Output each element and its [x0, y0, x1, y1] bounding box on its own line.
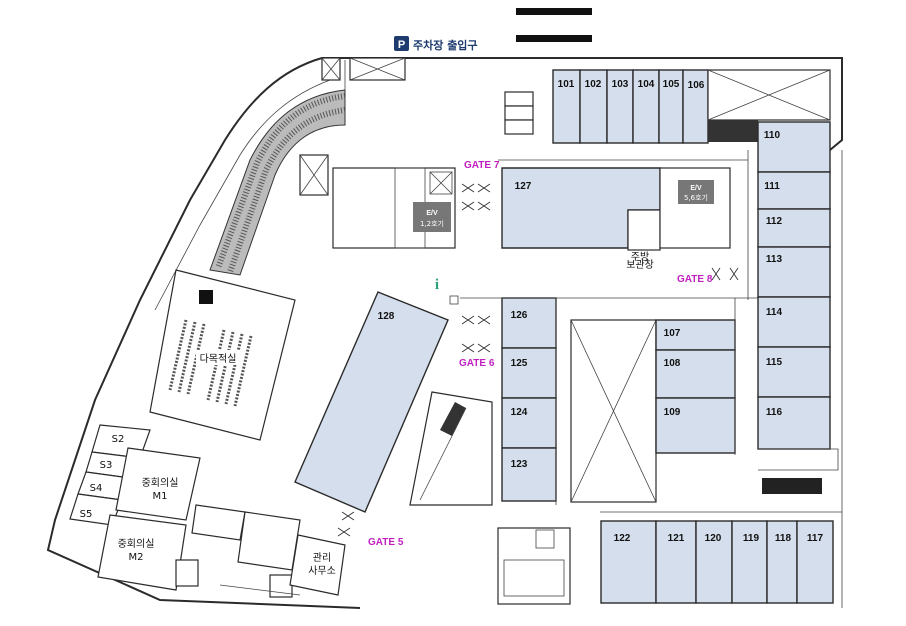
elevator-1-2-line2: 1,2호기 — [420, 219, 444, 228]
restroom-block — [497, 527, 571, 605]
room-125-label: 125 — [511, 358, 528, 369]
room-117-label: 117 — [807, 533, 824, 544]
gate-doors — [337, 183, 739, 537]
room-106-label: 106 — [688, 80, 705, 91]
corridor-lines — [460, 150, 843, 608]
room-114-label: 114 — [766, 307, 783, 318]
gate-5-label: GATE 5 — [368, 537, 404, 548]
multipurpose-room: 다목적실 — [149, 269, 296, 441]
room-124-label: 124 — [511, 407, 528, 418]
gate-7-label: GATE 7 — [464, 160, 500, 171]
room-107-label: 107 — [664, 328, 681, 339]
room-120-label: 120 — [705, 533, 722, 544]
room-127-label: 127 — [515, 181, 532, 192]
parking-icon: P — [398, 39, 405, 51]
top-bar-marker-2 — [516, 35, 592, 42]
room-123-label: 123 — [511, 459, 528, 470]
room-111-label: 111 — [764, 181, 780, 192]
multipurpose-label: 다목적실 — [200, 353, 237, 365]
info-icon[interactable]: i — [435, 277, 439, 293]
room-s2-label: S2 — [112, 434, 125, 445]
small-box — [504, 91, 534, 107]
building-outline — [46, 57, 843, 609]
storage-label-line2: 보관창 — [626, 259, 654, 271]
room-128: 128 — [294, 291, 449, 513]
small-box — [504, 105, 534, 121]
office-label-line1: 관리 — [313, 552, 331, 564]
parking-entrance: P 주차장 출입구 — [394, 36, 478, 52]
top-bar-marker — [516, 8, 592, 15]
rooms-110-116: 110 111 112 113 114 115 116 — [757, 121, 831, 450]
bottom-core — [175, 504, 301, 598]
stair-bar — [762, 478, 822, 494]
room-s4-label: S4 — [90, 483, 103, 494]
room-113-label: 113 — [766, 254, 783, 265]
left-rooms: S2 S3 S4 S5 중회의실 M1 중회의실 M2 — [69, 424, 201, 591]
gate-8-label: GATE 8 — [677, 274, 713, 285]
room-105-label: 105 — [663, 79, 680, 90]
room-121-label: 121 — [668, 533, 685, 544]
elevator-5-6-line2: 5,6호기 — [684, 193, 708, 202]
kitchen-storage: 주방 보관창 — [626, 209, 661, 271]
management-office: 관리 사무소 — [289, 534, 346, 596]
gate-6-label: GATE 6 — [459, 358, 495, 369]
room-126-label: 126 — [511, 310, 528, 321]
elevator-5-6-line1: E/V — [690, 185, 702, 192]
rooms-101-106: 101 102 103 104 105 106 — [552, 69, 709, 144]
elevator-1-2-core: E/V 1,2호기 — [332, 167, 456, 249]
room-m1-line1: 중회의실 — [142, 477, 179, 489]
small-box — [504, 119, 534, 135]
info-box — [449, 295, 459, 305]
curved-stair — [209, 89, 346, 276]
rooms-123-126: 126 125 124 123 — [501, 297, 557, 502]
atrium-top-right — [707, 69, 831, 142]
room-110-label: 110 — [764, 130, 781, 141]
room-s3-label: S3 — [100, 460, 113, 471]
room-116-label: 116 — [766, 407, 783, 418]
elevator-5-6: E/V 5,6호기 — [659, 167, 731, 249]
room-101-label: 101 — [558, 79, 575, 90]
room-118-label: 118 — [775, 533, 792, 544]
triangular-stair — [409, 391, 493, 506]
room-m2-line1: 중회의실 — [118, 538, 155, 550]
room-128-label: 128 — [378, 311, 395, 322]
room-104-label: 104 — [638, 79, 655, 90]
room-102-label: 102 — [585, 79, 602, 90]
room-112-label: 112 — [766, 216, 783, 227]
room-s5-label: S5 — [80, 509, 93, 520]
office-label-line2: 사무소 — [308, 565, 336, 577]
storage-label-line1: 주방 — [631, 251, 649, 263]
rooms-117-122: 122 121 120 119 118 117 — [600, 520, 834, 604]
room-109-label: 109 — [664, 407, 681, 418]
elevator-1-2-line1: E/V — [426, 210, 438, 217]
room-122-label: 122 — [614, 533, 631, 544]
shaft-top-left — [299, 57, 406, 196]
room-m2-line2: M2 — [129, 552, 144, 563]
rooms-107-109: 107 108 109 — [655, 319, 736, 454]
parking-label: 주차장 출입구 — [413, 38, 478, 52]
room-108-label: 108 — [664, 358, 681, 369]
room-m1-line2: M1 — [153, 491, 168, 502]
room-119-label: 119 — [743, 533, 760, 544]
room-115-label: 115 — [766, 357, 783, 368]
room-103-label: 103 — [612, 79, 629, 90]
atrium-center — [570, 319, 657, 503]
corridor-edge — [758, 448, 839, 471]
